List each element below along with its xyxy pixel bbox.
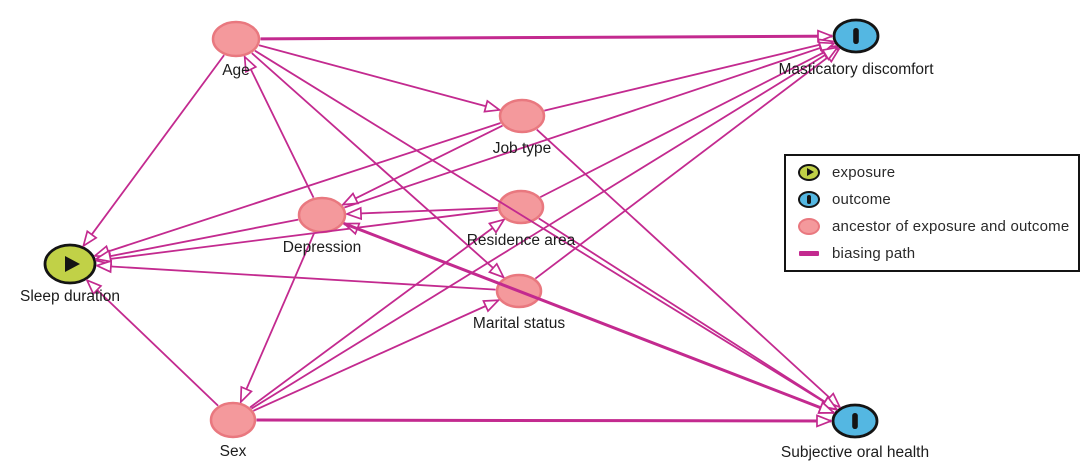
legend-item-outcome: outcome xyxy=(798,189,1068,209)
legend-item-label: ancestor of exposure and outcome xyxy=(832,218,1070,236)
edge-residence-area-to-masticatory-discomfort[interactable] xyxy=(539,46,836,198)
node-age[interactable] xyxy=(211,20,261,58)
node-label-masticatory-discomfort: Masticatory discomfort xyxy=(778,61,934,78)
edge-sex-to-marital-status[interactable] xyxy=(252,300,498,412)
edge-age-to-marital-status[interactable] xyxy=(251,52,504,277)
play-icon xyxy=(65,256,80,272)
i-bar-icon xyxy=(853,28,859,44)
node-label-sex: Sex xyxy=(220,443,247,460)
edge-depression-to-sleep-duration[interactable] xyxy=(96,218,299,259)
edge-depression-to-masticatory-discomfort[interactable] xyxy=(344,43,834,209)
edge-residence-area-to-depression[interactable] xyxy=(347,208,498,214)
edge-job-type-to-depression[interactable] xyxy=(343,124,503,205)
edge-age-to-masticatory-discomfort[interactable] xyxy=(260,36,832,39)
exposure-icon xyxy=(798,163,820,181)
edge-age-to-sleep-duration[interactable] xyxy=(83,54,225,246)
node-label-job-type: Job type xyxy=(493,140,552,157)
edge-depression-to-age[interactable] xyxy=(245,57,315,199)
legend-item-label: outcome xyxy=(832,190,891,208)
edge-age-to-job-type[interactable] xyxy=(258,44,499,110)
node-job-type[interactable] xyxy=(498,98,546,134)
outcome-icon xyxy=(798,190,820,208)
edge-age-to-subjective-oral-health[interactable] xyxy=(254,49,837,410)
edge-sex-to-subjective-oral-health[interactable] xyxy=(256,420,831,421)
node-residence-area[interactable] xyxy=(497,189,545,225)
edge-layer xyxy=(83,36,839,421)
edge-sex-to-sleep-duration[interactable] xyxy=(87,280,219,407)
edge-job-type-to-masticatory-discomfort[interactable] xyxy=(544,41,833,112)
node-label-residence-area: Residence area xyxy=(467,232,576,249)
edge-marital-status-to-masticatory-discomfort[interactable] xyxy=(534,49,839,280)
ancestor-icon xyxy=(798,218,820,236)
legend-item-label: biasing path xyxy=(832,245,916,263)
legend-item-exposure: exposure xyxy=(798,162,1068,182)
edge-job-type-to-sleep-duration[interactable] xyxy=(95,122,501,256)
legend: exposure outcome ancestor of exposure an… xyxy=(784,154,1080,272)
node-label-depression: Depression xyxy=(283,239,361,256)
legend-item-label: exposure xyxy=(832,163,896,181)
node-label-age: Age xyxy=(222,62,250,79)
node-depression[interactable] xyxy=(297,196,347,234)
legend-item-biasing-path: biasing path xyxy=(798,244,1068,264)
edge-depression-to-sex[interactable] xyxy=(241,232,316,402)
node-layer xyxy=(43,18,880,439)
edge-depression-to-subjective-oral-health[interactable] xyxy=(343,222,834,415)
node-label-sleep-duration: Sleep duration xyxy=(20,288,120,305)
biasing-path-icon xyxy=(799,251,819,257)
node-label-marital-status: Marital status xyxy=(473,315,565,332)
i-bar-icon xyxy=(852,413,858,429)
edge-residence-area-to-subjective-oral-health[interactable] xyxy=(538,217,837,409)
legend-item-ancestor: ancestor of exposure and outcome xyxy=(798,217,1070,237)
node-sex[interactable] xyxy=(209,401,257,439)
edge-job-type-to-subjective-oral-health[interactable] xyxy=(536,128,840,408)
edge-sex-to-masticatory-discomfort[interactable] xyxy=(251,47,837,410)
node-label-subjective-oral-health: Subjective oral health xyxy=(781,444,929,461)
edge-sex-to-residence-area[interactable] xyxy=(249,220,504,409)
edge-marital-status-to-sleep-duration[interactable] xyxy=(97,266,496,291)
edge-residence-area-to-sleep-duration[interactable] xyxy=(97,209,498,261)
